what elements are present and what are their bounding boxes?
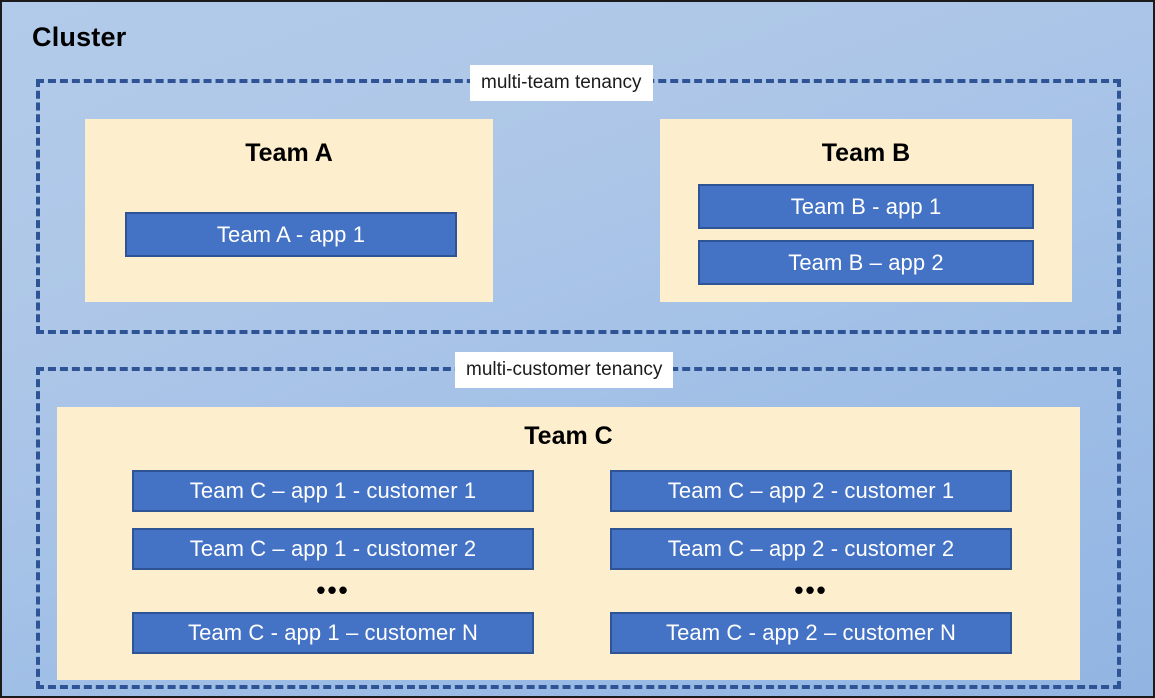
team-a-title: Team A <box>245 139 333 167</box>
team-b-title: Team B <box>821 139 911 167</box>
team-b-container: Team B Team B - app 1 Team B – app 2 <box>660 119 1072 302</box>
app-box-team-c-app-2-customer-1[interactable]: Team C – app 2 - customer 1 <box>610 470 1012 512</box>
app-box-team-c-app-1-customer-1[interactable]: Team C – app 1 - customer 1 <box>132 470 534 512</box>
app-box-team-c-app-1-customer-n[interactable]: Team C - app 1 – customer N <box>132 612 534 654</box>
app-box-team-b-app-2[interactable]: Team B – app 2 <box>698 240 1034 285</box>
multi-customer-tenancy-label: multi-customer tenancy <box>455 352 674 388</box>
team-a-container: Team A Team A - app 1 <box>85 119 493 302</box>
app-box-team-c-app-1-customer-2[interactable]: Team C – app 1 - customer 2 <box>132 528 534 570</box>
team-c-container: Team C Team C – app 1 - customer 1 Team … <box>57 407 1080 680</box>
cluster-title: Cluster <box>32 22 127 52</box>
app-box-team-b-app-1[interactable]: Team B - app 1 <box>698 184 1034 229</box>
app-box-team-c-app-2-customer-2[interactable]: Team C – app 2 - customer 2 <box>610 528 1012 570</box>
ellipsis-app-1-column: ••• <box>316 575 350 605</box>
team-c-title: Team C <box>524 422 613 450</box>
ellipsis-app-2-column: ••• <box>794 575 828 605</box>
app-box-team-c-app-2-customer-n[interactable]: Team C - app 2 – customer N <box>610 612 1012 654</box>
multi-team-tenancy-label: multi-team tenancy <box>470 65 653 101</box>
app-box-team-a-app-1[interactable]: Team A - app 1 <box>125 212 457 257</box>
